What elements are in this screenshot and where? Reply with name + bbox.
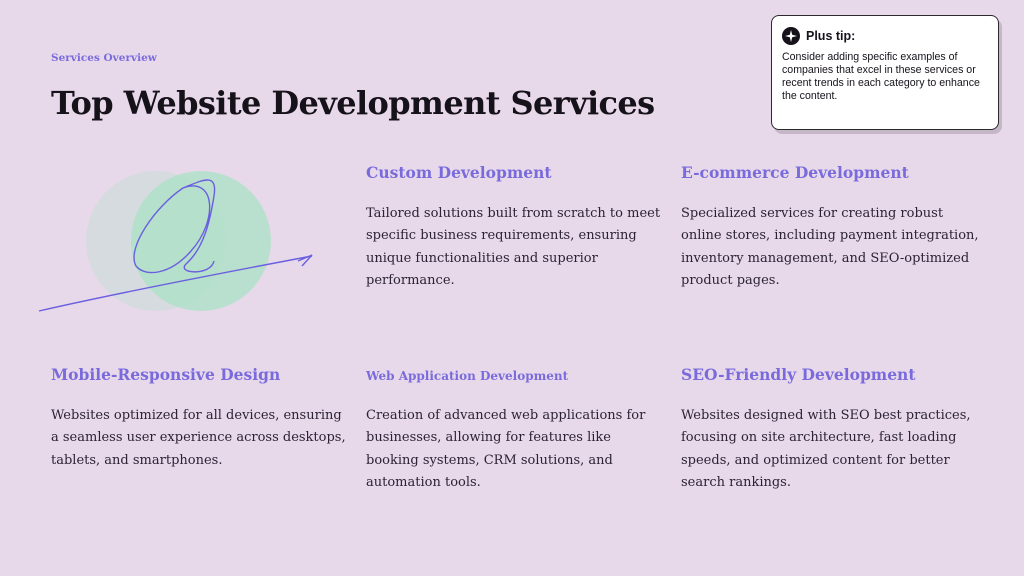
service-description: Websites optimized for all devices, ensu… (51, 408, 346, 468)
service-card-mobile-responsive-design: Mobile-Responsive Design Websites optimi… (51, 365, 351, 468)
sparkle-icon (782, 27, 800, 45)
eyebrow-label: Services Overview (51, 52, 157, 64)
service-description: Creation of advanced web applications fo… (366, 408, 646, 490)
service-description: Tailored solutions built from scratch to… (366, 206, 661, 288)
service-card-seo-friendly-development: SEO-Friendly Development Websites design… (681, 365, 981, 490)
service-title: E-commerce Development (681, 163, 909, 182)
service-title: SEO-Friendly Development (681, 365, 916, 384)
tip-body: Consider adding specific examples of com… (782, 51, 980, 102)
service-card-custom-development: Custom Development Tailored solutions bu… (366, 163, 666, 288)
tip-header: Plus tip: (782, 27, 988, 45)
service-title: Web Application Development (366, 369, 569, 383)
service-card-ecommerce-development: E-commerce Development Specialized servi… (681, 163, 981, 288)
page-title: Top Website Development Services (51, 84, 655, 122)
tip-title: Plus tip: (806, 29, 856, 43)
plus-tip-card: Plus tip: Consider adding specific examp… (771, 15, 999, 130)
service-description: Websites designed with SEO best practice… (681, 408, 971, 490)
service-title: Mobile-Responsive Design (51, 365, 281, 384)
service-card-web-application-development: Web Application Development Creation of … (366, 369, 666, 490)
circles-scribble-illustration (36, 166, 326, 320)
service-description: Specialized services for creating robust… (681, 206, 979, 288)
service-title: Custom Development (366, 163, 552, 182)
